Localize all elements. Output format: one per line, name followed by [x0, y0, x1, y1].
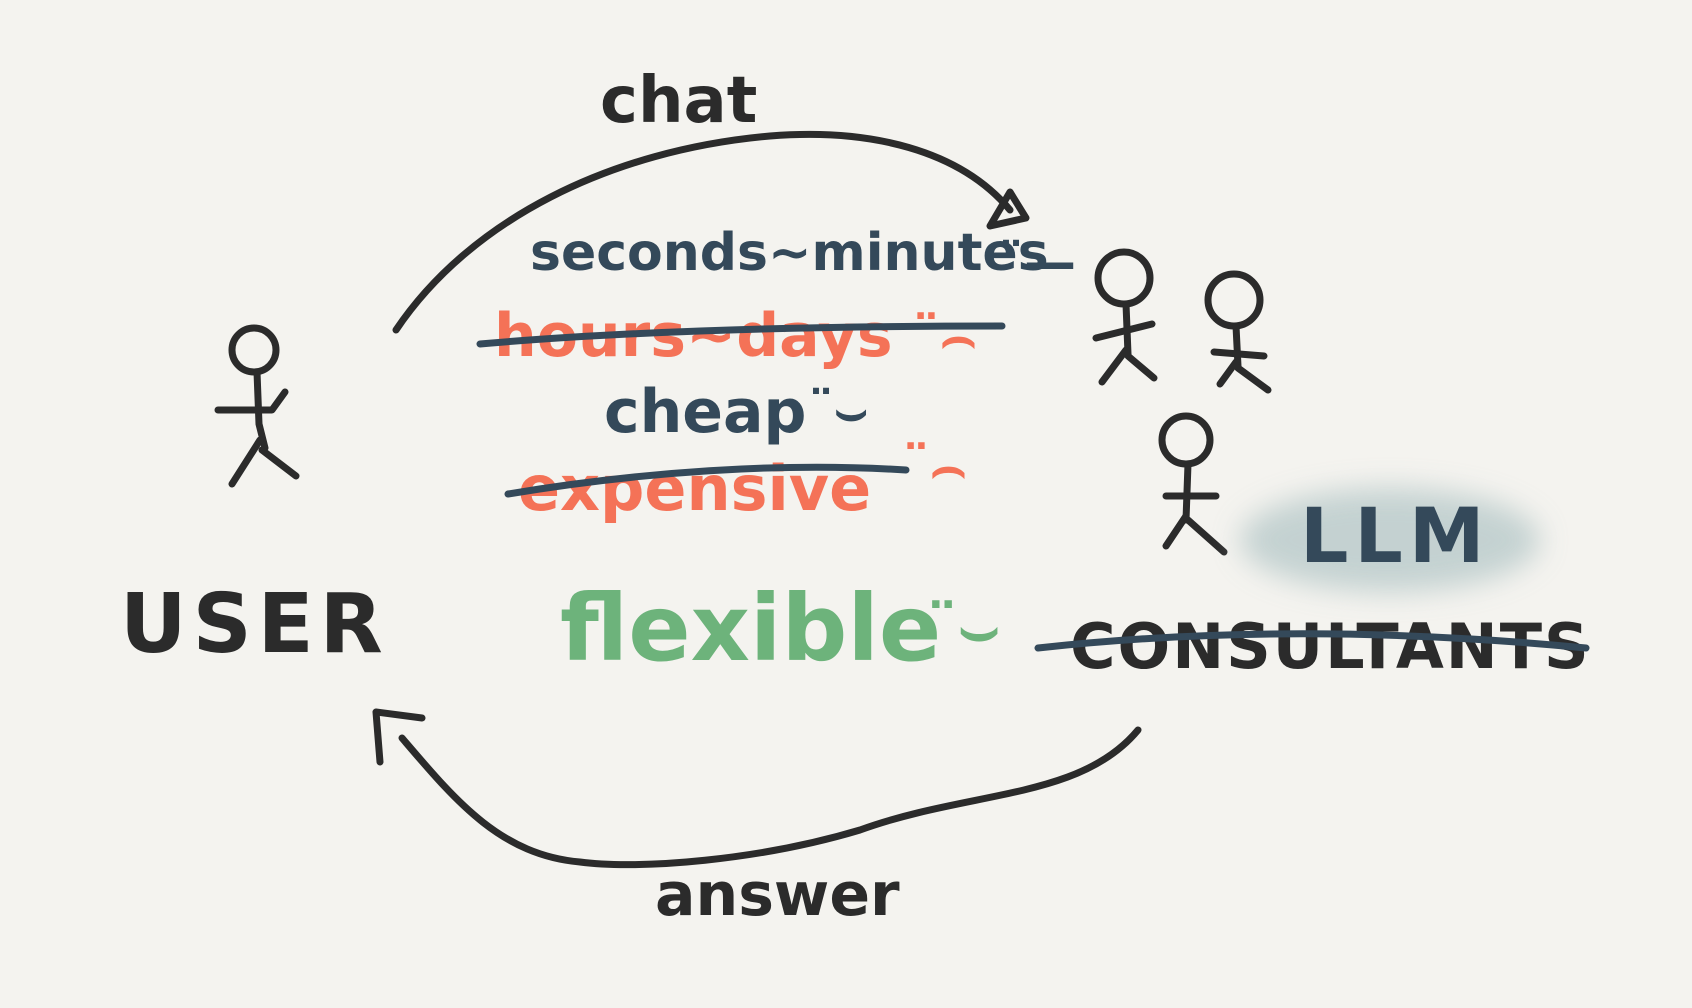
consultant-1-arms: [1092, 320, 1156, 342]
chat-label: chat: [600, 64, 757, 138]
consultant-3-body: [1182, 460, 1192, 524]
flexible-face: ¨⌣: [926, 592, 1000, 666]
user-head: [228, 324, 280, 376]
consultant-3-head: [1158, 412, 1214, 468]
user-label: USER: [120, 577, 389, 672]
consultant-2-head: [1204, 270, 1264, 330]
consultants-label: CONSULTANTS: [1070, 610, 1591, 683]
user-arms: [214, 388, 289, 414]
consultant-1-head: [1094, 248, 1154, 308]
user-legs: [228, 436, 300, 488]
user-figure: [214, 324, 300, 488]
consultant-2-legs: [1216, 358, 1272, 394]
speed-new-text: seconds~minutes: [530, 223, 1049, 283]
chat-arrowhead: [986, 188, 1030, 230]
cost-old-strikethrough: [504, 463, 910, 498]
cost-old-text: expensive: [518, 452, 871, 525]
answer-arrow: [372, 708, 1142, 869]
speed-old-strikethrough: [476, 322, 1006, 348]
consultant-1-legs: [1098, 346, 1158, 386]
cost-old-face: ¨⌢: [902, 435, 967, 500]
consultant-2-arms: [1210, 348, 1268, 360]
chat-arrow: [392, 130, 1030, 334]
speed-new-face: ¨—: [998, 233, 1076, 293]
consultant-figure-3: [1158, 412, 1228, 556]
consultant-3-legs: [1162, 512, 1228, 556]
answer-label: answer: [655, 860, 900, 930]
chat-arrow-curve: [392, 130, 1014, 334]
consultant-figure-2: [1204, 270, 1272, 394]
flexible-text: flexible: [560, 575, 941, 682]
llm-cloud: [1240, 488, 1540, 592]
speed-old-face: ¨⌢: [912, 305, 977, 370]
answer-arrowhead: [372, 708, 426, 766]
llm-highlight: [1240, 488, 1540, 592]
consultants-strikethrough: [1034, 630, 1590, 652]
consultant-figure-1: [1092, 248, 1158, 386]
answer-arrow-curve: [398, 726, 1142, 869]
cost-new-text: cheap: [604, 377, 806, 447]
cost-new-face: ¨⌣: [808, 381, 868, 441]
llm-label: LLM: [1300, 491, 1490, 580]
